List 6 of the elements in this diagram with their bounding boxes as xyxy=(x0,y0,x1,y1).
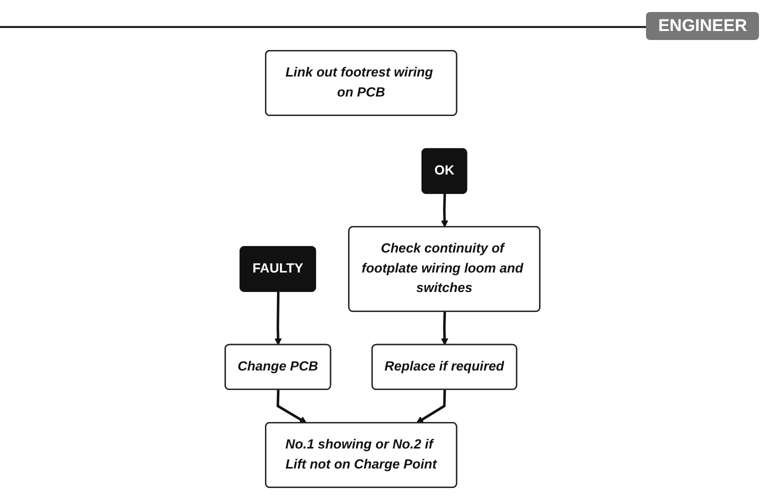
section-tab: ENGINEER xyxy=(646,12,759,40)
arrow xyxy=(276,390,307,424)
arrow xyxy=(416,390,446,424)
arrow xyxy=(274,292,282,346)
arrow xyxy=(440,194,448,228)
arrow xyxy=(440,312,448,346)
